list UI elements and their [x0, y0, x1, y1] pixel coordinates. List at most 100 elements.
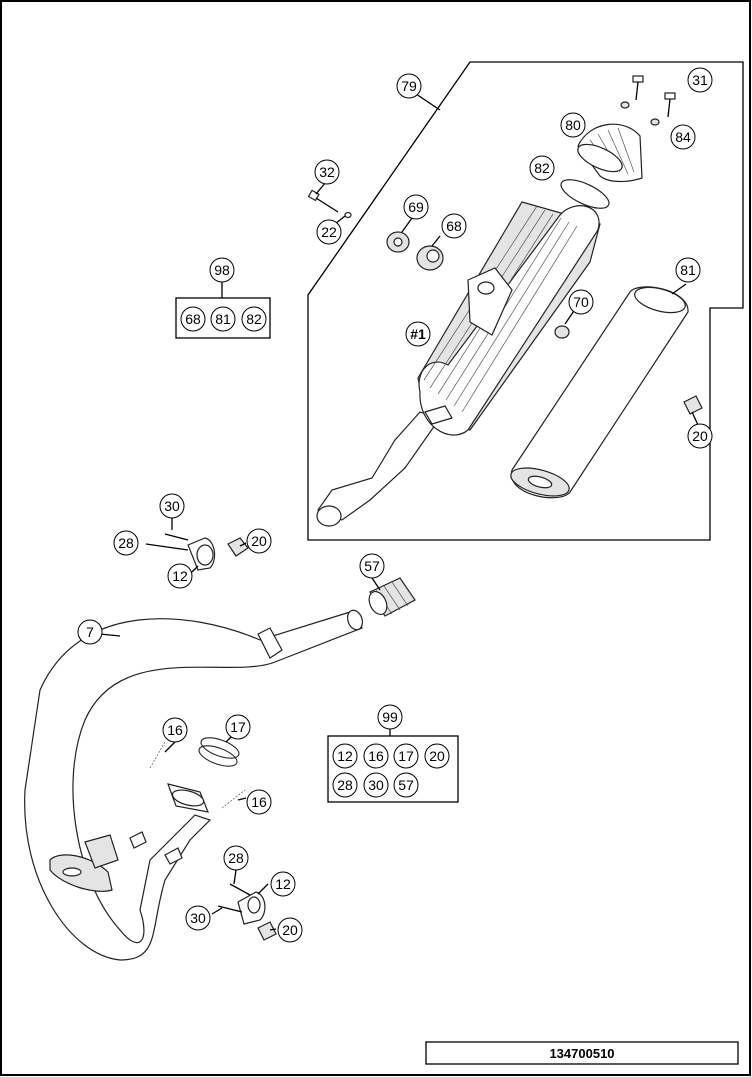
callout-32: 32	[314, 159, 340, 185]
kit-98-item-3: 82	[241, 306, 267, 332]
svg-text:20: 20	[251, 533, 267, 549]
callout-20-top: 20	[687, 423, 713, 449]
svg-text:69: 69	[408, 199, 424, 215]
kit-98-item-2: 81	[210, 306, 236, 332]
document-number-box	[425, 1041, 739, 1065]
callout-82: 82	[529, 155, 555, 181]
svg-text:32: 32	[319, 164, 335, 180]
kit-99-item-4: 20	[424, 743, 450, 769]
svg-text:70: 70	[573, 294, 589, 310]
callout-99: 99	[377, 704, 403, 730]
callout-1: #1	[405, 321, 431, 347]
svg-text:16: 16	[251, 794, 267, 810]
svg-text:#1: #1	[410, 326, 426, 342]
callouts: 79 31 80 84 82 32 22 69 68 81 70 #1 20 9…	[77, 67, 713, 943]
svg-text:99: 99	[382, 709, 398, 725]
callout-81: 81	[675, 257, 701, 283]
bracket-12-upper	[145, 533, 249, 571]
svg-text:81: 81	[680, 262, 696, 278]
callout-12-upper: 12	[167, 563, 193, 589]
kit-99-item-7: 57	[393, 772, 419, 798]
callout-28-upper: 28	[113, 530, 139, 556]
callout-30-lower: 30	[185, 905, 211, 931]
svg-text:28: 28	[118, 535, 134, 551]
svg-text:68: 68	[185, 311, 201, 327]
svg-text:17: 17	[398, 748, 414, 764]
callout-98: 98	[209, 257, 235, 283]
kit-98-box	[175, 297, 271, 339]
callout-22: 22	[316, 219, 342, 245]
svg-text:30: 30	[368, 777, 384, 793]
callout-28-lower: 28	[223, 845, 249, 871]
callout-84: 84	[670, 124, 696, 150]
svg-text:20: 20	[429, 748, 445, 764]
silencer-group-outline	[307, 61, 744, 541]
washer-69	[386, 231, 410, 253]
callout-7: 7	[77, 619, 103, 645]
header-pipe-7	[24, 609, 364, 961]
svg-text:30: 30	[190, 910, 206, 926]
kit-99-box	[327, 735, 459, 803]
spring-nut-20	[683, 395, 703, 415]
svg-text:16: 16	[167, 722, 183, 738]
svg-text:68: 68	[446, 218, 462, 234]
callout-16-left: 16	[162, 717, 188, 743]
svg-text:30: 30	[164, 498, 180, 514]
grommet-70	[554, 325, 570, 339]
svg-text:16: 16	[368, 748, 384, 764]
svg-text:22: 22	[321, 224, 337, 240]
callout-20-upper: 20	[246, 528, 272, 554]
svg-text:7: 7	[86, 624, 94, 640]
callout-57: 57	[359, 553, 385, 579]
svg-text:20: 20	[282, 922, 298, 938]
callout-70: 70	[568, 289, 594, 315]
callout-69: 69	[403, 194, 429, 220]
bracket-12-lower	[217, 883, 277, 941]
document-number: 134700510	[549, 1046, 614, 1061]
svg-text:84: 84	[675, 129, 691, 145]
svg-text:80: 80	[565, 117, 581, 133]
kit-98-item-1: 68	[180, 306, 206, 332]
svg-text:79: 79	[401, 78, 417, 94]
callout-80: 80	[560, 112, 586, 138]
svg-text:31: 31	[692, 72, 708, 88]
svg-text:17: 17	[230, 719, 246, 735]
coupling-57	[368, 577, 416, 617]
callout-20-lower: 20	[277, 917, 303, 943]
callout-68: 68	[441, 213, 467, 239]
o-ring-17	[198, 737, 240, 767]
screws-31	[620, 75, 676, 126]
o-ring-82	[560, 179, 610, 209]
svg-text:98: 98	[214, 262, 230, 278]
kit-99-item-2: 16	[363, 743, 389, 769]
svg-text:57: 57	[364, 558, 380, 574]
grommet-68	[416, 245, 444, 271]
kit-99-item-1: 12	[332, 743, 358, 769]
spring-16-left	[149, 741, 166, 769]
insulation-tube-81	[510, 286, 689, 499]
callout-12-lower: 12	[270, 871, 296, 897]
spring-16-right	[221, 789, 246, 809]
callout-31: 31	[687, 67, 713, 93]
silencer-body	[316, 201, 601, 527]
svg-text:12: 12	[275, 876, 291, 892]
callout-16-right: 16	[246, 789, 272, 815]
svg-text:28: 28	[337, 777, 353, 793]
end-cap	[577, 123, 643, 183]
svg-text:81: 81	[215, 311, 231, 327]
svg-text:20: 20	[692, 428, 708, 444]
callout-30-upper: 30	[159, 493, 185, 519]
svg-text:82: 82	[246, 311, 262, 327]
svg-text:12: 12	[172, 568, 188, 584]
kit-99-item-6: 30	[363, 772, 389, 798]
kit-99-item-3: 17	[393, 743, 419, 769]
svg-text:57: 57	[398, 777, 414, 793]
svg-text:28: 28	[228, 850, 244, 866]
svg-text:82: 82	[534, 160, 550, 176]
svg-text:12: 12	[337, 748, 353, 764]
kit-99-item-5: 28	[332, 772, 358, 798]
callout-79: 79	[396, 73, 422, 99]
